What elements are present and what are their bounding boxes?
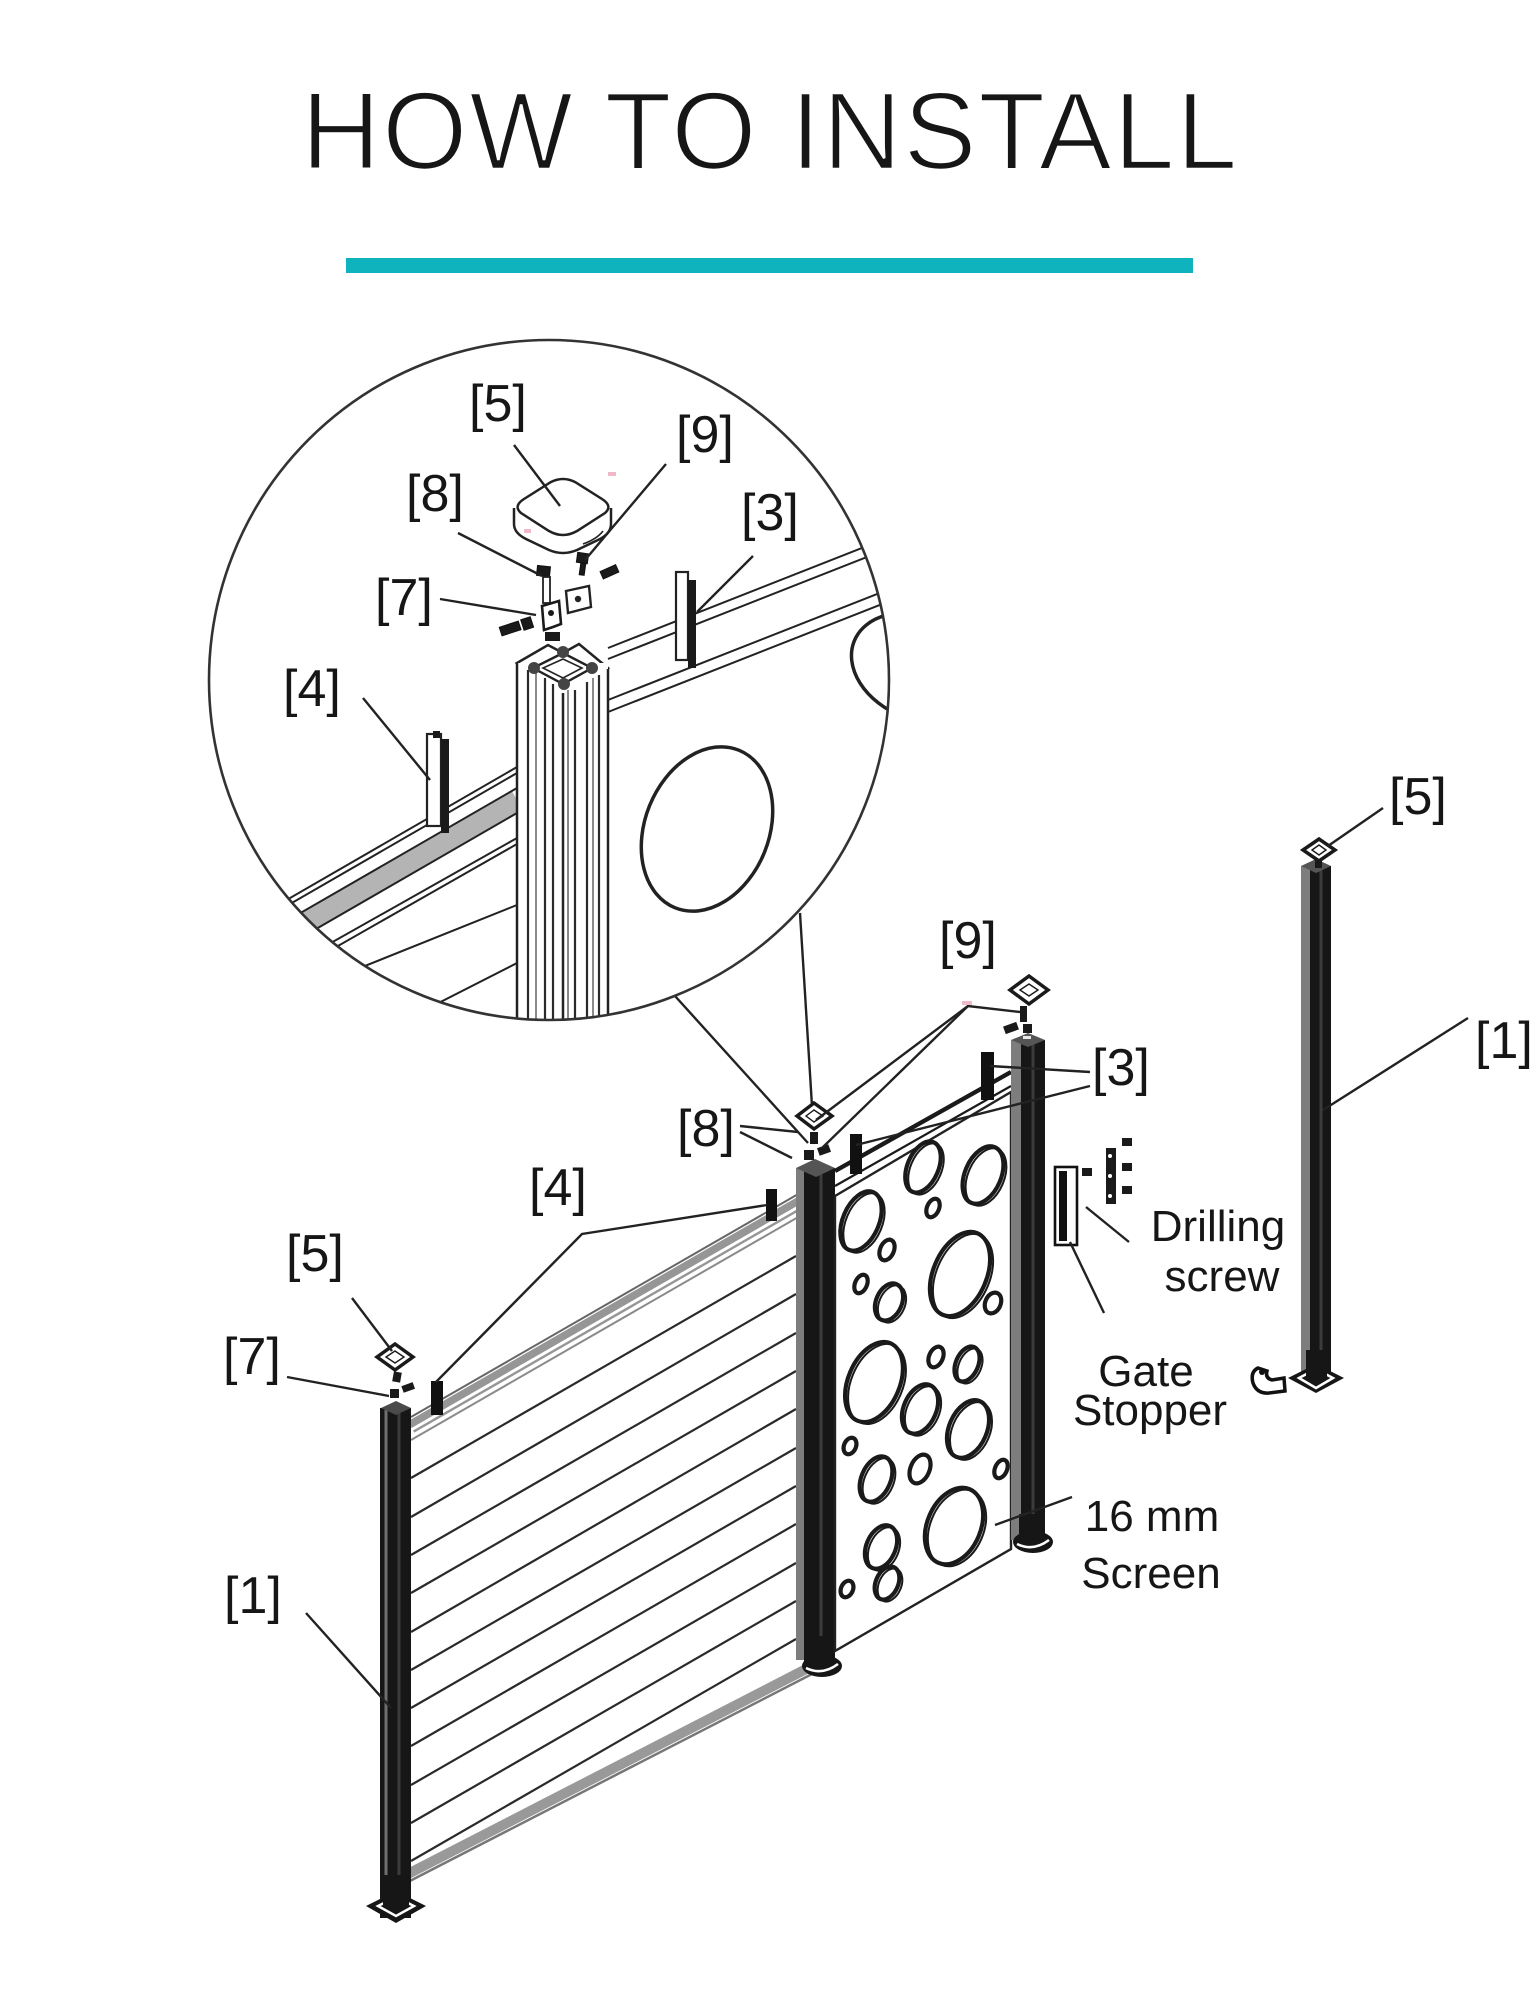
svg-text:Screen: Screen xyxy=(1081,1549,1220,1598)
svg-text:[5]: [5] xyxy=(469,375,527,433)
svg-text:Gate: Gate xyxy=(1098,1347,1193,1396)
svg-text:HOW TO INSTALL: HOW TO INSTALL xyxy=(301,70,1239,193)
svg-text:[7]: [7] xyxy=(375,569,433,627)
svg-text:[9]: [9] xyxy=(676,406,734,464)
svg-text:screw: screw xyxy=(1165,1252,1280,1301)
svg-text:[1]: [1] xyxy=(1475,1012,1533,1070)
svg-text:[5]: [5] xyxy=(286,1225,344,1283)
svg-text:[8]: [8] xyxy=(406,465,464,523)
svg-text:[1]: [1] xyxy=(224,1567,282,1625)
svg-text:Drilling: Drilling xyxy=(1151,1202,1285,1251)
svg-text:16 mm: 16 mm xyxy=(1085,1492,1219,1541)
svg-text:[3]: [3] xyxy=(1092,1039,1150,1097)
svg-text:Stopper: Stopper xyxy=(1073,1386,1227,1435)
svg-text:[4]: [4] xyxy=(283,660,341,718)
svg-text:[3]: [3] xyxy=(741,484,799,542)
svg-text:[8]: [8] xyxy=(677,1100,735,1158)
svg-text:[9]: [9] xyxy=(939,912,997,970)
svg-text:[5]: [5] xyxy=(1389,768,1447,826)
svg-text:[4]: [4] xyxy=(529,1159,587,1217)
svg-text:[7]: [7] xyxy=(223,1328,281,1386)
